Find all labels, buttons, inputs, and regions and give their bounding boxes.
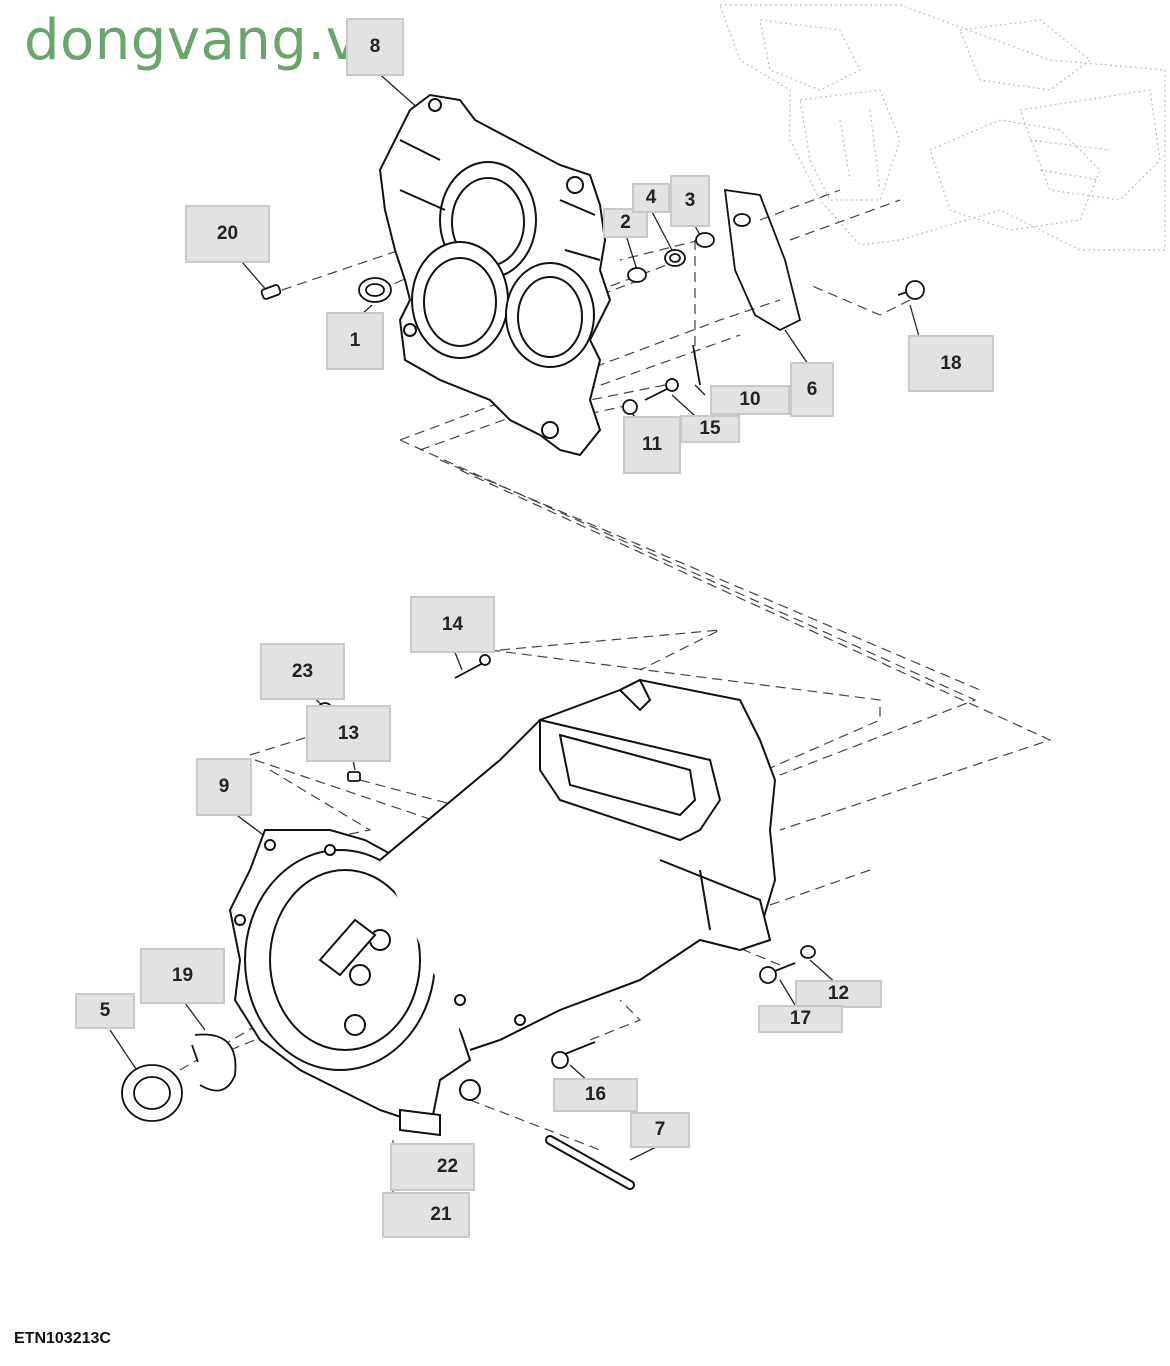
callout-7: 7 <box>630 1112 690 1148</box>
callout-19: 19 <box>140 948 225 1004</box>
callout-22: 22 <box>390 1143 475 1191</box>
callout-4: 4 <box>632 183 670 213</box>
callout-8: 8 <box>346 18 404 76</box>
callout-12: 12 <box>795 980 882 1008</box>
callout-16: 16 <box>553 1078 638 1112</box>
callout-9: 9 <box>196 758 252 816</box>
callout-14: 14 <box>410 596 495 653</box>
callout-5: 5 <box>75 993 135 1029</box>
callout-23: 23 <box>260 643 345 700</box>
callout-21: 21 <box>382 1192 470 1238</box>
background-assembly-sketch <box>719 4 1166 251</box>
callout-18: 18 <box>908 335 994 392</box>
callout-17: 17 <box>758 1005 843 1033</box>
callout-6: 6 <box>790 362 834 417</box>
callout-13: 13 <box>306 705 391 762</box>
callout-10: 10 <box>710 385 790 415</box>
figure-id: ETN103213C <box>14 1330 111 1347</box>
callout-1: 1 <box>326 312 384 370</box>
transmission-case <box>228 678 777 1137</box>
front-housing-plate <box>378 93 612 457</box>
callout-3: 3 <box>670 175 710 227</box>
callout-15: 15 <box>680 415 740 443</box>
callout-2: 2 <box>603 208 648 238</box>
callout-11: 11 <box>623 416 681 474</box>
watermark-text: dongvang.vn <box>24 8 396 73</box>
callout-20: 20 <box>185 205 270 263</box>
